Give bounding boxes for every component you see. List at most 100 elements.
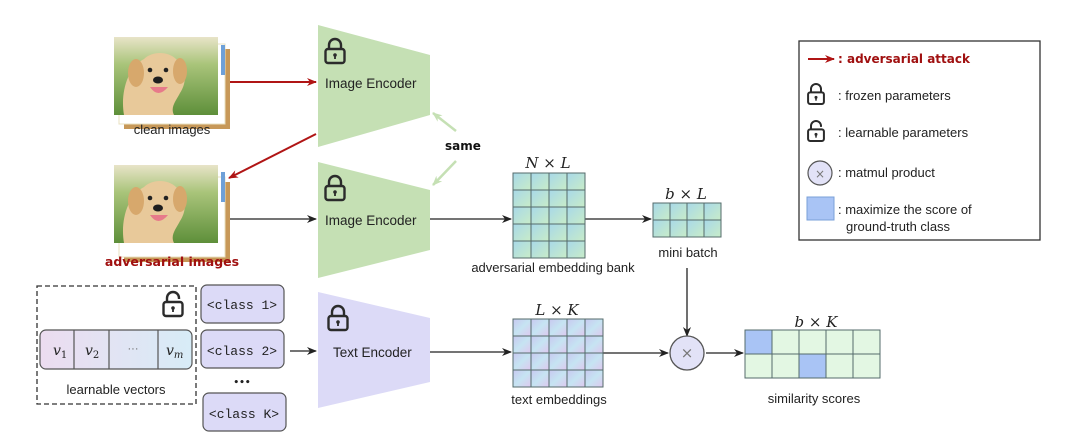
blue-square-icon (806, 196, 835, 221)
matrix-cell (512, 318, 532, 337)
legend-learnable-parameters: : learnable parameters (838, 125, 969, 140)
sim-dims-label: b × K (795, 313, 839, 331)
image-edge (221, 45, 225, 75)
matrix-cell (566, 352, 586, 371)
class-token-2[interactable] (200, 329, 285, 369)
class-token-k[interactable] (202, 392, 287, 432)
class-ellipsis: ••• (233, 378, 250, 388)
same-arrow-down (432, 160, 457, 186)
learnable-vectors-group (36, 285, 197, 405)
bank-dims-label: N × L (524, 154, 570, 172)
vector-ellipsis: ··· (128, 343, 139, 355)
matrix-cell (798, 329, 827, 355)
text-embeddings-matrix (512, 318, 604, 388)
image-encoder-bottom-label: Image Encoder (325, 213, 417, 228)
matrix-cell (669, 202, 688, 221)
matrix-cell (852, 353, 881, 379)
unlocked-padlock-icon (162, 290, 184, 318)
matrix-cell (548, 352, 568, 371)
image-edge (221, 172, 225, 202)
matrix-cell (584, 369, 604, 388)
matrix-cell (512, 223, 532, 242)
matrix-cell (548, 189, 568, 208)
class-tokens: <class 1> <class 2> ••• <class K> (200, 284, 287, 432)
matrix-cell (530, 206, 550, 225)
multiply-icon: × (815, 167, 825, 181)
legend-box (798, 40, 1041, 241)
matrix-cell (530, 189, 550, 208)
image-encoder-top (318, 25, 430, 147)
matrix-cell (548, 369, 568, 388)
matrix-cell (703, 202, 722, 221)
matrix-cell (512, 172, 532, 191)
matmul-circle-icon (807, 160, 833, 186)
class-token-1-label: <class 1> (207, 298, 277, 313)
matrix-cell (530, 172, 550, 191)
vector-v1[interactable]: v1 (53, 343, 67, 361)
adversarial-images-stack (114, 165, 230, 262)
same-arrow-up (432, 112, 457, 132)
learnable-vectors-label: learnable vectors (67, 382, 166, 397)
clean-images-stack (114, 37, 230, 129)
similarity-scores-matrix (744, 329, 881, 379)
matrix-cell (669, 219, 688, 238)
mini-batch-matrix (652, 202, 722, 238)
matrix-cell (744, 353, 773, 379)
highlighted-cell (798, 353, 827, 379)
matrix-cell (771, 353, 800, 379)
matrix-cell (548, 172, 568, 191)
image-encoder-top-label: Image Encoder (325, 76, 417, 91)
text-encoder (318, 292, 430, 408)
matrix-cell (703, 219, 722, 238)
batch-label: mini batch (658, 245, 717, 260)
clean-images-label: clean images (134, 122, 211, 137)
matrix-cell (566, 335, 586, 354)
legend-frozen-parameters: : frozen parameters (838, 88, 951, 103)
matrix-cell (530, 240, 550, 259)
matrix-cell (548, 335, 568, 354)
class-token-2-label: <class 2> (207, 344, 277, 359)
matrix-cell (566, 318, 586, 337)
text-dims-label: L × K (534, 301, 579, 319)
legend-matmul-product: : matmul product (838, 165, 935, 180)
vector-bar-bg (39, 329, 193, 370)
matrix-cell (686, 202, 705, 221)
adversarial-dog-image (114, 165, 218, 243)
matrix-cell (530, 369, 550, 388)
vector-v2[interactable]: v2 (85, 343, 99, 361)
text-encoder-label: Text Encoder (333, 345, 412, 360)
matrix-cell (530, 352, 550, 371)
bank-label: adversarial embedding bank (471, 260, 635, 275)
matrix-cell (548, 240, 568, 259)
learnable-vector-bar: v1 v2 ··· vm (39, 329, 193, 370)
matrix-cell (512, 206, 532, 225)
matrix-cell (852, 329, 881, 355)
similarity-scores-label: similarity scores (768, 391, 861, 406)
batch-dims-label: b × L (665, 185, 707, 203)
matrix-cell (584, 335, 604, 354)
matrix-cell (530, 318, 550, 337)
image-encoder-bottom (318, 162, 430, 278)
class-token-1[interactable] (200, 284, 285, 324)
highlighted-cell (744, 329, 773, 355)
adversarial-embedding-bank-matrix (512, 172, 586, 259)
legend-ground-truth: ground-truth class (846, 219, 951, 234)
matrix-cell (566, 172, 586, 191)
matrix-cell (512, 369, 532, 388)
matrix-cell (512, 335, 532, 354)
adversarial-images-label: adversarial images (105, 254, 239, 269)
matrix-cell (584, 352, 604, 371)
matrix-cell (566, 240, 586, 259)
matrix-cell (512, 352, 532, 371)
same-label: same (445, 139, 481, 153)
vector-vm[interactable]: vm (166, 343, 183, 361)
matrix-cell (652, 202, 671, 221)
matrix-cell (566, 223, 586, 242)
matrix-cell (686, 219, 705, 238)
matrix-cell (530, 223, 550, 242)
legend-maximize-score: : maximize the score of (838, 202, 972, 217)
legend-adversarial-attack: : adversarial attack (838, 52, 971, 66)
matrix-cell (548, 318, 568, 337)
matrix-cell (512, 240, 532, 259)
matrix-cell (825, 329, 854, 355)
